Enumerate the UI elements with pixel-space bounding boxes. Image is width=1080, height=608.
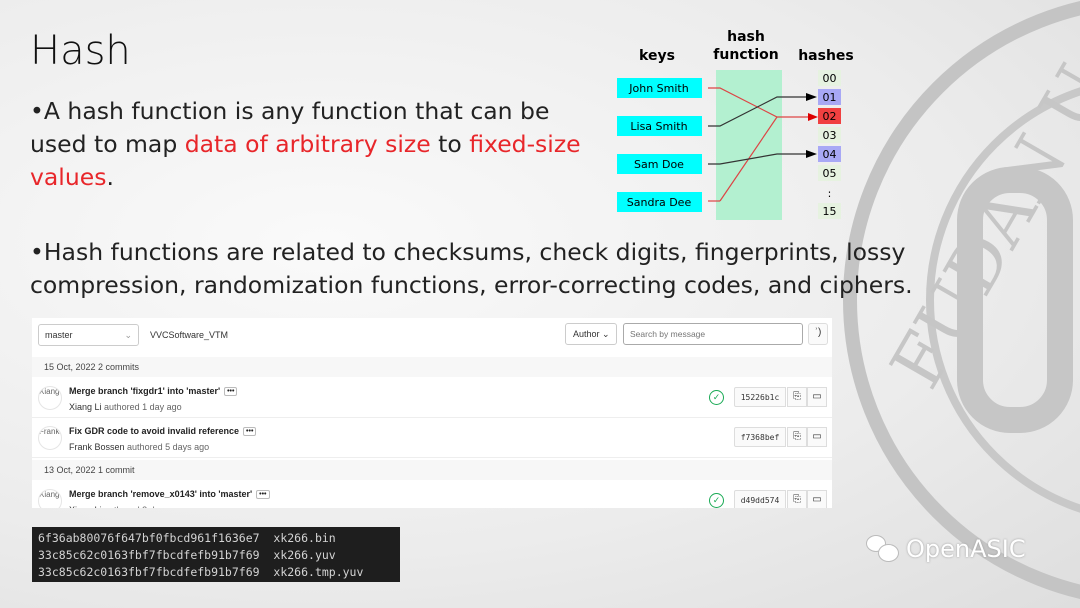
key-label: John Smith <box>628 82 688 95</box>
hash-label: 03 <box>823 129 837 142</box>
pipeline-passed-icon[interactable]: ✓ <box>709 493 724 508</box>
text: . <box>106 163 114 191</box>
terminal-line: 33c85c62c0163fbf7fbcdfefb91b7f69 xk266.y… <box>38 548 336 562</box>
copy-icon[interactable]: ⎘ <box>787 387 807 407</box>
commit-title[interactable]: Merge branch 'fixgdr1' into 'master'••• <box>69 386 238 397</box>
author-filter-button[interactable]: Author ⌄ <box>565 323 617 345</box>
header-keys: keys <box>639 48 675 64</box>
label: Author <box>573 329 600 339</box>
more-icon[interactable]: ••• <box>256 490 270 500</box>
commit-title[interactable]: Merge branch 'remove_x0143' into 'master… <box>69 489 270 500</box>
date-group-header: 15 Oct, 2022 2 commits <box>32 357 832 377</box>
hash-function-box <box>716 70 782 220</box>
key-label: Sam Doe <box>634 158 684 171</box>
commit-author[interactable]: Frank Bossen <box>69 442 125 452</box>
date-group-header: 13 Oct, 2022 1 commit <box>32 460 832 480</box>
header-hash: hash <box>727 29 765 45</box>
folder-icon[interactable]: ▭ <box>807 427 827 447</box>
more-icon[interactable]: ••• <box>224 387 238 397</box>
avatar: Frank <box>38 426 62 450</box>
commit-row[interactable]: Frank Fix GDR code to avoid invalid refe… <box>32 420 832 458</box>
branch-value: master <box>45 330 73 340</box>
commit-time: authored 3 days ago <box>104 505 186 508</box>
commit-title-text[interactable]: Merge branch 'fixgdr1' into 'master' <box>69 386 221 396</box>
text: Hash functions are related to checksums,… <box>30 238 913 299</box>
gitlab-commits-screenshot: master ⌄ VVCSoftware_VTM Author ⌄ ʾ) 15 O… <box>32 318 832 508</box>
chevron-down-icon: ⌄ <box>124 330 132 340</box>
folder-icon[interactable]: ▭ <box>807 387 827 407</box>
folder-icon[interactable]: ▭ <box>807 490 827 508</box>
hash-slot <box>818 89 841 105</box>
commit-sha[interactable]: 15226b1c <box>734 387 786 407</box>
terminal-md5-output: 6f36ab80076f647bf0fbcd961f1636e7 xk266.b… <box>32 527 400 582</box>
hash-slot <box>818 165 841 181</box>
commit-row[interactable]: Xiang Merge branch 'fixgdr1' into 'maste… <box>32 380 832 418</box>
hash-diagram: keys hash function hashes John SmithLisa… <box>617 29 854 220</box>
commit-title-text[interactable]: Merge branch 'remove_x0143' into 'master… <box>69 489 253 499</box>
branch-dropdown[interactable]: master ⌄ <box>38 324 139 346</box>
commit-title[interactable]: Fix GDR code to avoid invalid reference•… <box>69 426 257 437</box>
commit-meta: Xiang Li authored 1 day ago <box>69 402 182 412</box>
key-box <box>617 78 702 98</box>
commit-meta: Frank Bossen authored 5 days ago <box>69 442 209 452</box>
terminal-line: 33c85c62c0163fbf7fbcdfefb91b7f69 xk266.t… <box>38 565 364 579</box>
text: A hash function is any function that can… <box>30 97 550 158</box>
header-hashes: hashes <box>798 48 854 64</box>
hash-label: 02 <box>823 110 837 123</box>
commit-meta: Xiang Li authored 3 days ago <box>69 505 186 508</box>
hash-slot <box>818 127 841 143</box>
university-seal-watermark: FUDAN U <box>843 1 1080 599</box>
hash-label: 15 <box>823 205 837 218</box>
brand-name: OpenASIC <box>906 535 1026 563</box>
key-label: Sandra Dee <box>627 196 692 209</box>
chevron-down-icon: ⌄ <box>602 329 610 339</box>
hash-label: 00 <box>823 72 837 85</box>
commit-sha[interactable]: f7368bef <box>734 427 786 447</box>
key-box <box>617 116 702 136</box>
header-function: function <box>713 47 778 63</box>
highlight-fixed-size: fixed-size values <box>30 130 581 191</box>
key-label: Lisa Smith <box>630 120 687 133</box>
bullet-related: •Hash functions are related to checksums… <box>30 238 913 299</box>
commit-time: authored 1 day ago <box>104 402 182 412</box>
hash-label: 01 <box>823 91 837 104</box>
commit-time: authored 5 days ago <box>127 442 210 452</box>
text: to <box>430 130 470 158</box>
brand-watermark: OpenASIC <box>866 535 1056 563</box>
search-input[interactable] <box>623 323 803 345</box>
key-box <box>617 192 702 212</box>
hash-slot <box>818 108 841 124</box>
commit-title-text[interactable]: Fix GDR code to avoid invalid reference <box>69 426 240 436</box>
commit-author[interactable]: Xiang Li <box>69 505 102 508</box>
key-box <box>617 154 702 174</box>
copy-icon[interactable]: ⎘ <box>787 427 807 447</box>
slide-title: Hash <box>30 28 131 74</box>
hash-label: 04 <box>823 148 837 161</box>
wechat-icon <box>866 535 900 563</box>
copy-icon[interactable]: ⎘ <box>787 490 807 508</box>
commit-author[interactable]: Xiang Li <box>69 402 102 412</box>
project-name: VVCSoftware_VTM <box>150 330 229 340</box>
avatar: Xiang <box>38 386 62 410</box>
hash-slot <box>818 146 841 162</box>
highlight-arbitrary-size: data of arbitrary size <box>184 130 431 158</box>
avatar: Xiang <box>38 489 62 508</box>
commit-row[interactable]: Xiang Merge branch 'remove_x0143' into '… <box>32 483 832 508</box>
more-icon[interactable]: ••• <box>243 427 257 437</box>
commit-sha[interactable]: d49dd574 <box>734 490 786 508</box>
terminal-line: 6f36ab80076f647bf0fbcd961f1636e7 xk266.b… <box>38 531 336 545</box>
hash-slot <box>818 70 841 86</box>
pipeline-passed-icon[interactable]: ✓ <box>709 390 724 405</box>
hash-label: : <box>828 187 832 200</box>
rss-icon[interactable]: ʾ) <box>808 323 828 345</box>
hash-label: 05 <box>823 167 837 180</box>
bullet-definition: •A hash function is any function that ca… <box>30 97 581 191</box>
hash-slot <box>818 203 841 219</box>
